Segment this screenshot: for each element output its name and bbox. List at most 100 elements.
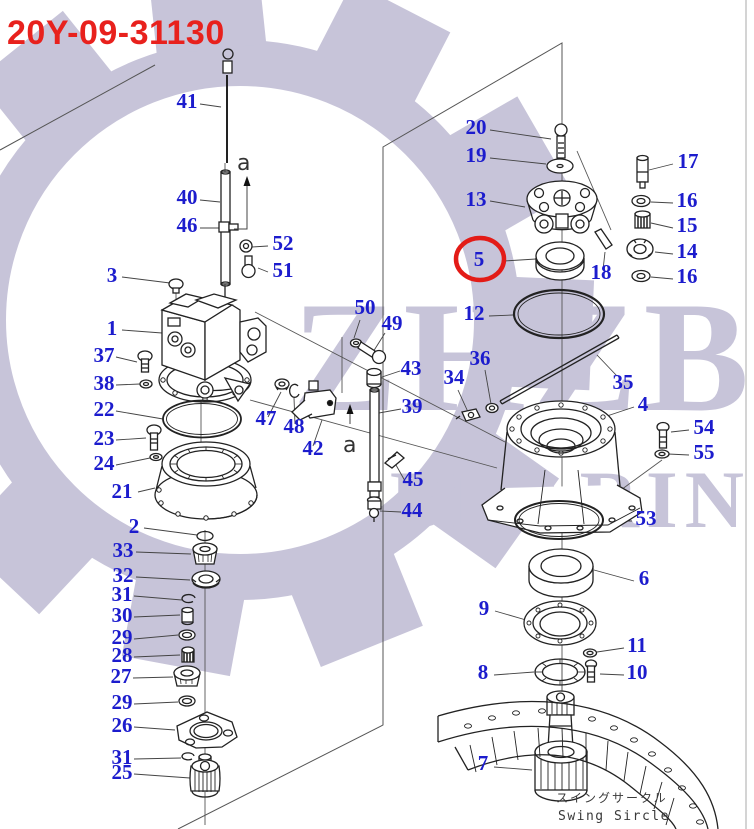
callout-20: 20 — [466, 115, 487, 139]
callout-26: 26 — [112, 713, 133, 737]
part-nut-14 — [626, 238, 654, 260]
part-rod-35 — [499, 334, 620, 405]
callout-4: 4 — [638, 392, 649, 416]
callout-46: 46 — [177, 213, 198, 237]
part-pipe-39 — [367, 387, 382, 498]
part-ring-2 — [196, 530, 214, 542]
callout-12: 12 — [464, 301, 485, 325]
part-fork-clip-45 — [383, 451, 406, 469]
part-bolt-51 — [241, 255, 256, 279]
callout-17: 17 — [678, 149, 699, 173]
callout-29a: 29 — [112, 625, 133, 649]
callout-40: 40 — [177, 185, 198, 209]
callout-16b: 16 — [677, 264, 698, 288]
part-bearing-28 — [181, 646, 195, 663]
part-bolt-49 — [357, 341, 387, 365]
part-pin-18 — [594, 228, 613, 250]
callout-9: 9 — [479, 596, 490, 620]
caption-japanese: スイングサークル — [556, 791, 668, 805]
part-oring-12 — [512, 288, 606, 340]
caption-english: Swing Sircle — [558, 809, 670, 824]
part-pin-17 — [636, 154, 649, 189]
annotation-a-upper-label: a — [237, 151, 250, 176]
callout-19: 19 — [466, 143, 487, 167]
part-oring-53 — [514, 500, 604, 540]
part-spring-pin-15 — [634, 210, 651, 229]
callout-32: 32 — [113, 563, 134, 587]
callout-24: 24 — [94, 451, 116, 475]
callout-45: 45 — [403, 467, 424, 491]
callout-6: 6 — [639, 566, 650, 590]
callout-33: 33 — [113, 538, 134, 562]
part-fitting-44 — [366, 496, 382, 522]
part-washer-29b — [178, 695, 196, 707]
part-nut-36 — [485, 402, 499, 414]
callout-38: 38 — [94, 371, 115, 395]
part-carrier-13 — [526, 180, 598, 234]
part-snapring-31b — [181, 752, 195, 761]
part-bushing-30 — [181, 606, 194, 626]
part-dipstick-41 — [222, 48, 234, 163]
callout-10: 10 — [627, 660, 648, 684]
callout-2: 2 — [129, 514, 140, 538]
part-bearing-6 — [528, 548, 594, 598]
part-seal-8 — [534, 658, 586, 686]
part-clip-48 — [289, 383, 300, 398]
callout-27: 27 — [111, 664, 132, 688]
callout-13: 13 — [466, 187, 487, 211]
part-nut-47 — [274, 378, 290, 391]
part-fitting-34 — [455, 408, 481, 422]
part-bolt-10 — [584, 659, 598, 683]
highlight-circle-part5 — [453, 235, 507, 283]
callout-22: 22 — [94, 397, 115, 421]
callout-5: 5 — [474, 247, 485, 271]
callout-52: 52 — [273, 231, 294, 255]
callout-18: 18 — [591, 260, 612, 284]
callout-28: 28 — [112, 643, 133, 667]
part-oring-22 — [162, 399, 242, 439]
callout-54: 54 — [694, 415, 716, 439]
callout-53: 53 — [636, 506, 657, 530]
callout-31a: 31 — [112, 582, 133, 606]
part-bearing-33 — [192, 542, 218, 565]
callout-42: 42 — [303, 436, 324, 460]
callout-30: 30 — [112, 603, 133, 627]
part-plug-3 — [168, 278, 184, 294]
callout-7: 7 — [478, 751, 489, 775]
part-bearing-27 — [173, 665, 201, 687]
part-washer-16b — [631, 269, 651, 283]
callout-47: 47 — [256, 406, 277, 430]
part-washer-55 — [654, 449, 670, 459]
part-snapring-31a — [181, 593, 196, 604]
callout-37: 37 — [94, 343, 115, 367]
part-flange-9 — [523, 600, 597, 646]
callout-16a: 16 — [677, 188, 698, 212]
callout-39: 39 — [402, 394, 423, 418]
callout-51: 51 — [273, 258, 294, 282]
callout-48: 48 — [284, 414, 305, 438]
part-washer-16a — [631, 194, 651, 208]
callout-11: 11 — [627, 633, 647, 657]
part-fitting-43 — [366, 367, 382, 389]
callout-49: 49 — [382, 311, 403, 335]
part-bearing-5 — [535, 241, 585, 281]
part-ring-gear-case-21 — [154, 441, 258, 521]
callout-29b: 29 — [112, 690, 133, 714]
callout-50: 50 — [355, 295, 376, 319]
callout-3: 3 — [107, 263, 118, 287]
part-elbow-bracket-42 — [291, 380, 337, 421]
part-swing-circle — [437, 700, 719, 829]
part-shim-19 — [546, 158, 574, 174]
callout-1: 1 — [107, 316, 118, 340]
part-swing-motor-1 — [158, 293, 267, 403]
callout-25: 25 — [112, 760, 133, 784]
part-bolt-54 — [656, 421, 670, 449]
part-fitting-46 — [218, 221, 239, 233]
part-nut-32 — [191, 570, 221, 589]
page-title: 20Y-09-31130 — [7, 14, 225, 52]
annotation-a-lower-label: a — [343, 433, 356, 458]
callout-55: 55 — [694, 440, 715, 464]
part-carrier-plate-26 — [176, 711, 238, 749]
part-pinion-7 — [534, 690, 588, 802]
